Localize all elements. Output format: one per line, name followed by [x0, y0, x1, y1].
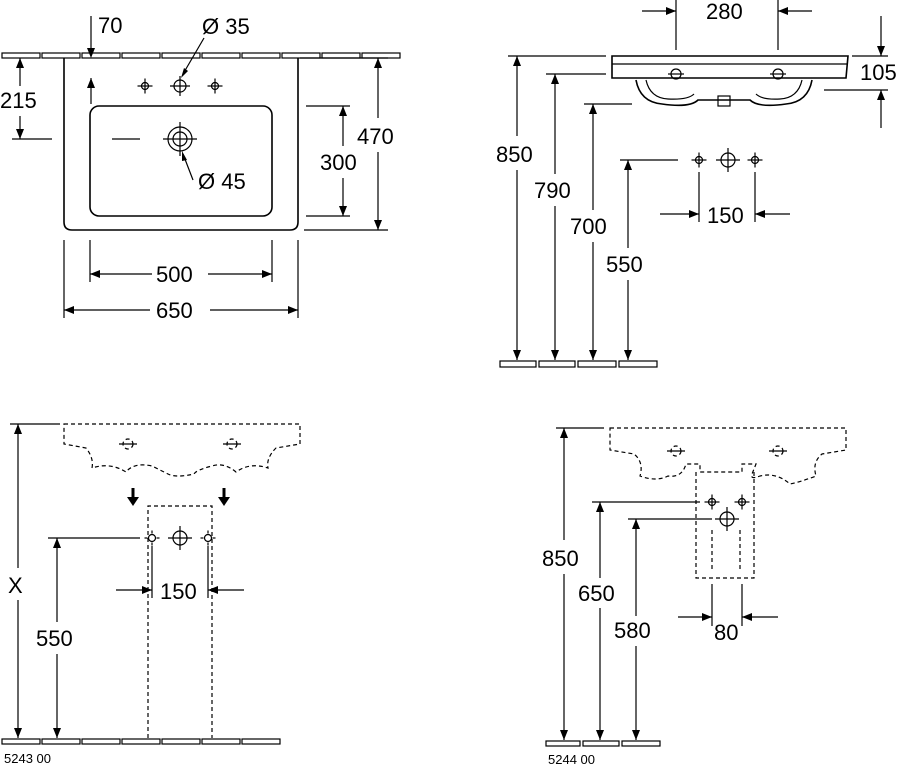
label-dim-650-5244: 650	[578, 581, 615, 606]
variant-5244-view: 850 650 580 80 5244 00	[542, 427, 847, 766]
label-dim-280: 280	[706, 0, 743, 24]
dashed-pedestal-5243	[147, 505, 213, 738]
supply-left-5243-icon	[144, 530, 160, 546]
label-dim-80: 80	[714, 620, 738, 645]
basin-bowl	[89, 105, 273, 217]
basin-underside	[635, 79, 813, 107]
dashed-basin-5243	[63, 423, 301, 477]
down-arrow-left-icon	[127, 488, 139, 506]
product-code-5243: 5243 00	[4, 751, 51, 766]
dashed-tap-right-5244-icon	[769, 445, 787, 457]
supply-left-5244-icon	[704, 494, 720, 510]
label-dim-550-side: 550	[606, 252, 643, 277]
label-dim-850-side: 850	[496, 142, 533, 167]
floor-strip-5244	[545, 740, 661, 747]
side-tap-hole-right-icon	[770, 68, 786, 80]
dashed-trap-cover-5244	[695, 472, 755, 579]
supply-left-icon	[691, 152, 707, 168]
label-dim-700-side: 700	[570, 214, 607, 239]
label-dim-790: 790	[534, 178, 571, 203]
down-arrow-right-icon	[218, 488, 230, 506]
variant-5243-view: X 550 150 5243 00	[1, 423, 301, 766]
supply-right-5244-icon	[734, 494, 750, 510]
supply-right-icon	[747, 152, 763, 168]
product-code-5244: 5244 00	[548, 752, 595, 766]
side-view: 280 105 850 790 700	[496, 0, 897, 368]
dashed-tap-right-5243-icon	[223, 438, 241, 450]
dashed-tap-left-5243-icon	[119, 438, 137, 450]
label-dim-500: 500	[156, 262, 193, 287]
label-dim-650: 650	[156, 298, 193, 323]
label-hole-diameter: Ø 35	[202, 14, 250, 39]
label-dim-215: 215	[0, 88, 37, 113]
supply-right-5243-icon	[200, 530, 216, 546]
basin-front	[611, 55, 849, 79]
label-drain-diameter: Ø 45	[198, 169, 246, 194]
tap-hole-right-icon	[207, 78, 223, 94]
label-dim-850-5244: 850	[542, 546, 579, 571]
label-dim-470: 470	[357, 124, 394, 149]
label-dim-300: 300	[320, 150, 357, 175]
floor-strip-side-view	[499, 360, 658, 368]
tap-hole-left-icon	[137, 78, 153, 94]
dashed-basin-5244	[609, 427, 847, 485]
label-dim-150-side: 150	[707, 203, 744, 228]
floor-strip-5243	[1, 738, 281, 745]
label-dim-x: X	[8, 573, 23, 598]
label-dim-70: 70	[98, 13, 122, 38]
side-tap-hole-left-icon	[668, 68, 684, 80]
wall-strip-top-view	[1, 52, 401, 59]
dashed-tap-left-5244-icon	[667, 445, 685, 457]
top-view: Ø 35 Ø 45 70 215 470 300	[0, 13, 401, 323]
label-dim-150-5243: 150	[160, 579, 197, 604]
label-dim-105: 105	[860, 60, 897, 85]
label-dim-550-5243: 550	[36, 626, 73, 651]
basin-outline	[63, 58, 299, 231]
label-dim-580: 580	[614, 618, 651, 643]
